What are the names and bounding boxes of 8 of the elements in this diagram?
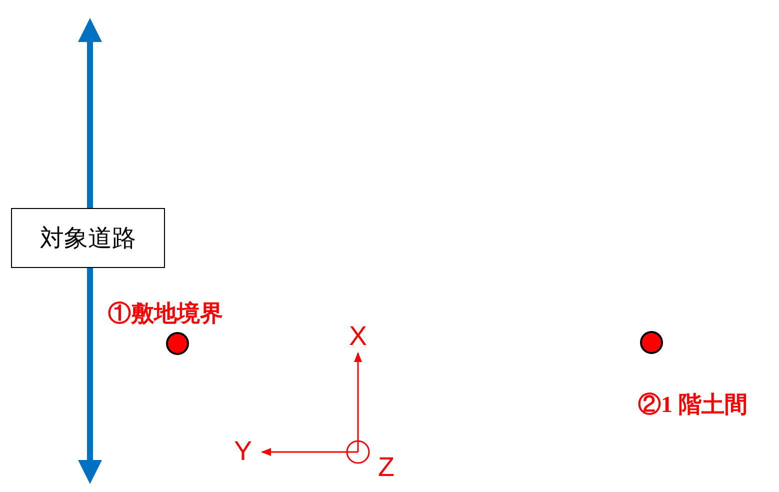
point-label: ①敷地境界 [108, 300, 223, 328]
axis-label: X [349, 323, 368, 350]
axis-label: Z [378, 454, 394, 481]
label-box: 対象道路 [11, 208, 165, 268]
point-marker [640, 331, 663, 354]
point-label: ②1 階土間 [638, 391, 748, 419]
point-marker [166, 332, 189, 355]
axis-label: Y [234, 438, 252, 465]
